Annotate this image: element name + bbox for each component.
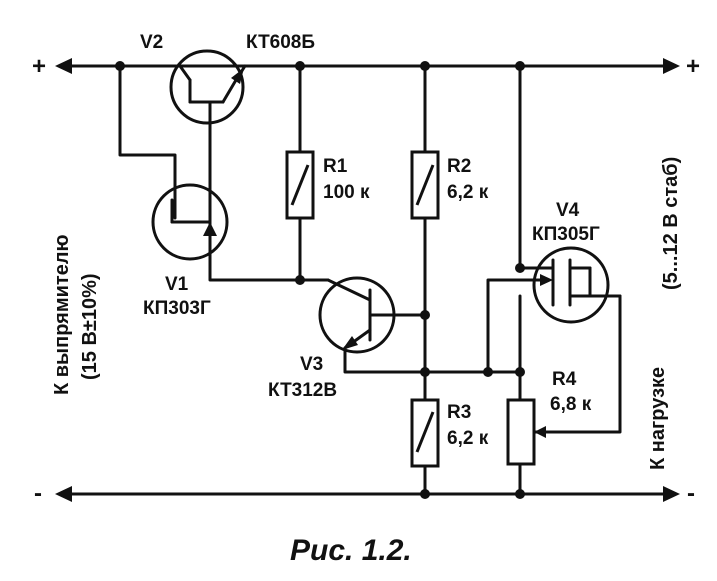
junction-dots xyxy=(115,61,525,499)
r4-value: 6,8 к xyxy=(550,394,592,415)
v4-part: КП305Г xyxy=(532,224,600,245)
r2-ref: R2 xyxy=(447,156,471,177)
v2-part: КТ608Б xyxy=(246,32,315,53)
fet-v4 xyxy=(532,246,622,324)
resistor-r2 xyxy=(410,150,440,220)
left-label-line2: (15 В±10%) xyxy=(79,273,101,380)
minus-left-sign: - xyxy=(34,480,42,507)
transistor-v2 xyxy=(169,49,247,125)
plus-left-sign: + xyxy=(32,53,46,80)
left-label-line1: К выпрямителю xyxy=(51,234,73,395)
resistor-r1 xyxy=(285,150,315,220)
r3-value: 6,2 к xyxy=(447,428,489,449)
resistor-r3 xyxy=(410,398,440,468)
right-label-line2: К нагрузке xyxy=(647,367,669,470)
r4-ref: R4 xyxy=(552,369,577,390)
fet-v1 xyxy=(151,183,229,280)
plus-right-sign: + xyxy=(686,53,700,80)
r1-value: 100 к xyxy=(323,182,370,203)
v3-part: КТ312В xyxy=(268,380,337,401)
v3-ref: V3 xyxy=(300,354,323,375)
v1-part: КП303Г xyxy=(143,298,211,319)
right-label-line1: (5...12 В стаб) xyxy=(660,157,682,290)
minus-right-sign: - xyxy=(687,480,695,507)
r1-ref: R1 xyxy=(323,156,348,177)
v2-ref: V2 xyxy=(140,32,163,53)
potentiometer-r4 xyxy=(506,398,546,466)
v4-ref: V4 xyxy=(556,200,580,221)
v1-ref: V1 xyxy=(165,274,189,295)
r3-ref: R3 xyxy=(447,402,471,423)
transistor-v3 xyxy=(318,276,427,354)
negative-rail xyxy=(55,486,680,502)
positive-rail xyxy=(55,58,680,74)
figure-caption: Рис. 1.2. xyxy=(290,534,412,567)
r2-value: 6,2 к xyxy=(447,182,489,203)
